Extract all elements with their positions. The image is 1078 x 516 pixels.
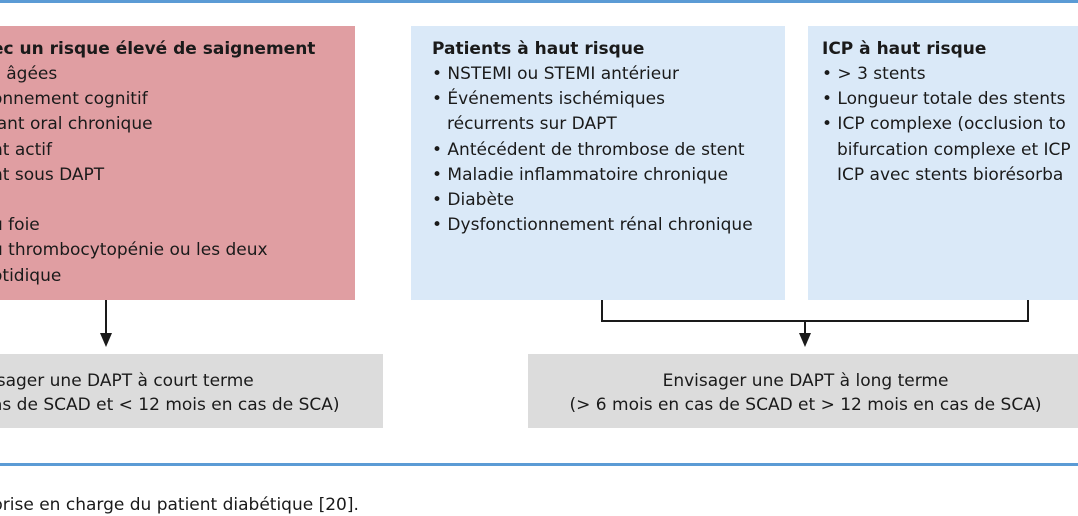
arrow-long-head xyxy=(799,333,811,347)
list-item: bifurcation complexe et ICP xyxy=(837,139,1071,160)
list-item: u thrombocytopénie ou les deux xyxy=(0,240,268,261)
high-risk-pci-list: • > 3 stents • Longueur totale des stents… xyxy=(822,62,1078,188)
bleeding-risk-box: ec un risque élevé de saignement s âgées… xyxy=(0,26,355,300)
bleeding-risk-title: ec un risque élevé de saignement xyxy=(0,39,316,59)
list-item: onnement cognitif xyxy=(0,89,148,110)
list-item: s âgées xyxy=(0,64,58,84)
list-item: nt actif xyxy=(0,139,52,160)
short-term-dapt-box: isager une DAPT à court terme as de SCAD… xyxy=(0,354,383,428)
list-item: • > 3 stents xyxy=(822,64,926,84)
high-risk-patients-list: • NSTEMI ou STEMI antérieur • Événements … xyxy=(432,62,785,238)
long-term-dapt-line2: (> 6 mois en cas de SCAD et > 12 mois en… xyxy=(569,395,1042,415)
high-risk-pci-box: ICP à haut risque • > 3 stents • Longueur… xyxy=(808,26,1078,300)
long-term-dapt-line1: Envisager une DAPT à long terme xyxy=(662,371,949,391)
list-item: • Diabète xyxy=(432,190,515,211)
list-item: ICP avec stents biorésorba xyxy=(837,164,1064,185)
list-item: • Événements ischémiques xyxy=(432,89,665,110)
list-item: otidique xyxy=(0,265,62,286)
list-item: • NSTEMI ou STEMI antérieur xyxy=(432,64,679,84)
short-term-dapt-line2: as de SCAD et < 12 mois en cas de SCA) xyxy=(0,395,340,415)
list-item: • Antécédent de thrombose de stent xyxy=(432,139,745,160)
list-item: • ICP complexe (occlusion to xyxy=(822,114,1066,135)
bottom-rule xyxy=(0,463,1078,466)
arrow-short-head xyxy=(100,333,112,347)
high-risk-patients-title: Patients à haut risque xyxy=(432,39,645,59)
list-item: u foie xyxy=(0,215,40,236)
list-item: • Dysfonctionnement rénal chronique xyxy=(432,215,753,236)
bracket-long xyxy=(601,300,1029,322)
long-term-dapt-box: Envisager une DAPT à long terme (> 6 moi… xyxy=(528,354,1078,428)
list-item: nt sous DAPT xyxy=(0,164,105,185)
list-item: lant oral chronique xyxy=(0,114,153,135)
high-risk-patients-box: Patients à haut risque • NSTEMI ou STEMI… xyxy=(411,26,785,300)
list-item: • Longueur totale des stents xyxy=(822,89,1066,110)
short-term-dapt-line1: isager une DAPT à court terme xyxy=(0,371,254,391)
list-item: récurrents sur DAPT xyxy=(447,114,617,135)
top-rule xyxy=(0,0,1078,3)
list-item: • Maladie inflammatoire chronique xyxy=(432,164,729,185)
figure-caption: prise en charge du patient diabétique [2… xyxy=(0,495,359,515)
high-risk-pci-title: ICP à haut risque xyxy=(822,39,987,59)
bleeding-risk-list: s âgées onnement cognitif lant oral chroni… xyxy=(0,62,355,289)
